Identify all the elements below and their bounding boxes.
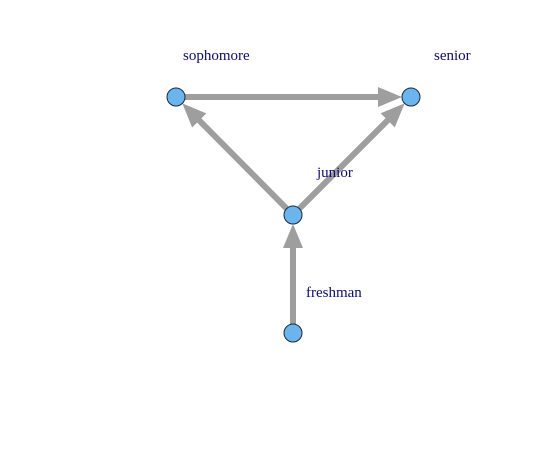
arrowhead [182,103,207,128]
node-label-sophomore: sophomore [183,48,250,64]
arrowhead [380,103,405,128]
arrowhead [378,87,402,107]
node-junior [283,205,303,225]
edge-freshman-to-junior [283,224,303,324]
node-freshman [283,323,303,343]
edge-line [195,116,289,211]
edge-junior-to-senior [297,103,405,211]
node-sophomore [166,87,186,107]
node-label-senior: senior [434,48,471,64]
node-label-junior: junior [316,165,353,181]
labels-layer: sophomore senior junior freshman [183,48,471,301]
node-label-freshman: freshman [306,285,362,301]
node-senior [401,87,421,107]
edge-line [297,116,392,211]
nodes-layer [166,87,421,343]
arrowhead [283,224,303,248]
edge-junior-to-sophomore [182,103,289,211]
edge-sophomore-to-senior [185,87,402,107]
edges-layer [182,87,405,324]
